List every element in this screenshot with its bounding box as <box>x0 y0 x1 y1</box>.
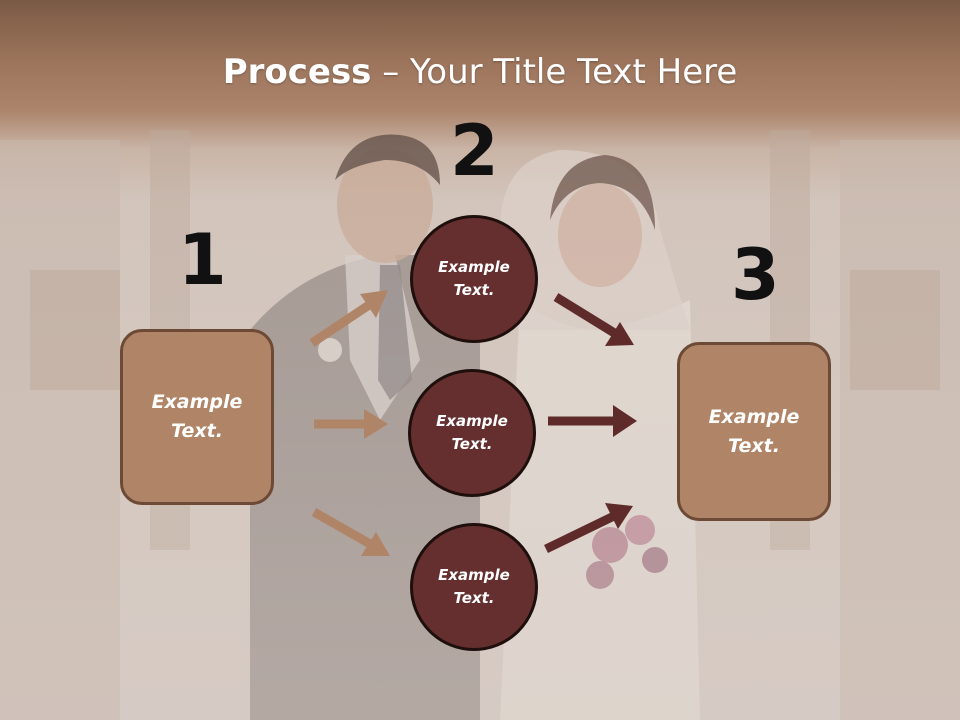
arrow-top-to-right <box>553 293 634 346</box>
slide-title: Process – Your Title Text Here <box>0 52 960 92</box>
step-number-3: 3 <box>731 234 780 316</box>
right-box: Example Text. <box>677 342 831 521</box>
circle-middle-text: Example Text. <box>436 412 508 453</box>
arrow-left-to-top <box>309 290 388 347</box>
step-number-1: 1 <box>178 219 227 301</box>
left-box: Example Text. <box>120 329 274 505</box>
arrow-left-to-middle <box>314 409 388 439</box>
circle-bottom-text: Example Text. <box>438 566 510 607</box>
arrow-bottom-to-right <box>544 503 633 554</box>
circle-bottom: Example Text. <box>410 523 538 651</box>
circle-top: Example Text. <box>410 215 538 343</box>
title-rest: – Your Title Text Here <box>371 52 738 92</box>
title-bold: Process <box>222 52 372 92</box>
arrow-middle-to-right <box>548 405 637 437</box>
circle-middle: Example Text. <box>408 369 536 497</box>
circle-top-text: Example Text. <box>438 258 510 299</box>
left-box-text: Example Text. <box>151 391 243 442</box>
step-number-2: 2 <box>450 110 499 192</box>
right-box-text: Example Text. <box>708 405 800 457</box>
arrow-left-to-bottom <box>311 508 390 556</box>
